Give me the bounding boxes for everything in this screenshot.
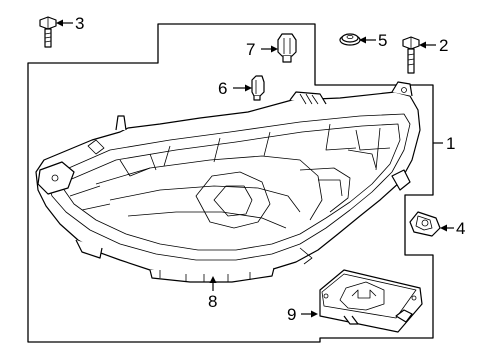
callout-4: 4 (456, 219, 465, 238)
bolt-part-3 (39, 16, 57, 48)
callout-1: 1 (446, 134, 455, 153)
callout-6: 6 (218, 79, 227, 98)
headlamp-lens-rim (45, 113, 411, 261)
callout-9: 9 (287, 305, 296, 324)
callout-3: 3 (75, 14, 84, 33)
bolt-part-2 (402, 36, 420, 74)
left-housing-bracket (37, 161, 75, 195)
callout-5: 5 (378, 31, 387, 50)
callout-8: 8 (208, 292, 217, 311)
callout-2: 2 (439, 36, 448, 55)
right-rear-mount (391, 169, 411, 191)
bottom-mount-tab-left (75, 239, 103, 259)
nut-part-5 (339, 33, 361, 46)
headlamp-assembly (35, 81, 421, 283)
top-mount-tab-left (115, 115, 127, 131)
headlamp-housing (35, 91, 421, 277)
callout-7: 7 (246, 40, 255, 59)
headlamp-lens-inner (59, 123, 401, 251)
clip-part-4 (409, 211, 441, 237)
bulb-part-6 (251, 75, 265, 101)
control-module-part-9 (319, 269, 423, 333)
assembly-boundary (27, 23, 434, 343)
bulb-socket-part-7 (277, 33, 297, 63)
